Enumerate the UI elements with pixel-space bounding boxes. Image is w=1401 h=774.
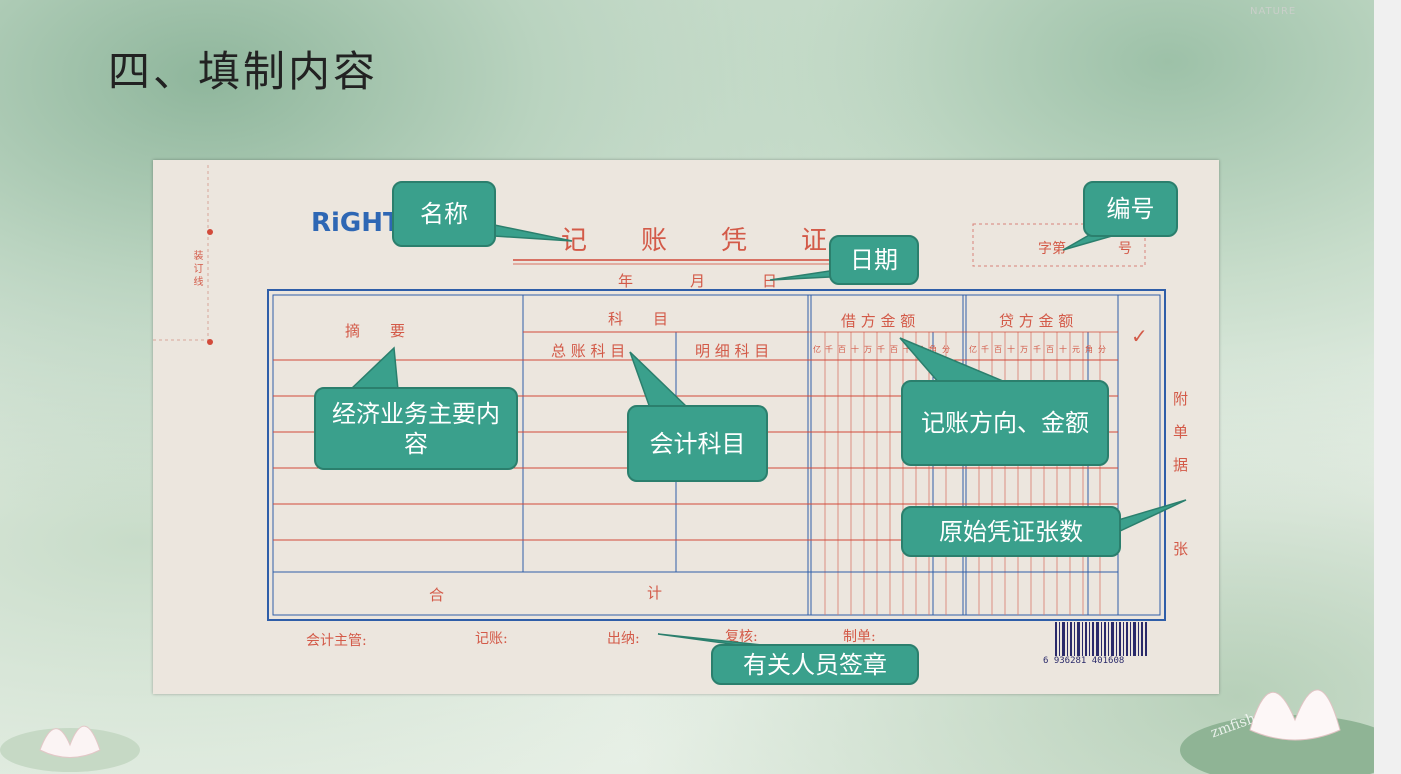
callout-pointer: [1117, 499, 1187, 534]
callout-name: 名称: [392, 181, 496, 247]
side-zhang: 张: [1173, 540, 1189, 558]
date-year: 年: [618, 272, 634, 290]
credit-digit-headers: 亿 千 百 十 万 千 百 十 元 角 分: [969, 344, 1111, 355]
digit-label: 百: [890, 345, 898, 354]
digit-label: 千: [877, 345, 885, 354]
digit-label: 亿: [969, 345, 977, 354]
check-mark: ✓: [1131, 324, 1148, 348]
digit-label: 十: [903, 345, 911, 354]
signature-reviewer: 复核:: [725, 629, 758, 645]
signature-supervisor: 会计主管:: [306, 633, 367, 649]
digit-label: 千: [981, 345, 989, 354]
digit-label: 百: [838, 345, 846, 354]
callout-account: 会计科目: [627, 405, 768, 482]
total-label-he: 合: [429, 586, 445, 604]
binding-line-label: 装 订 线: [191, 250, 202, 287]
header-summary: 摘 要: [345, 322, 406, 340]
header-general-ledger: 总 账 科 目: [551, 342, 626, 360]
digit-label: 分: [942, 345, 950, 354]
digit-label: 十: [1059, 345, 1067, 354]
signature-preparer: 制单:: [843, 629, 876, 645]
barcode-number: 6 936281 401608: [1043, 656, 1125, 666]
brand-mark: NATURE: [1250, 6, 1297, 17]
signature-bookkeeper: 记账:: [475, 631, 508, 647]
digit-label: 万: [1020, 345, 1028, 354]
header-account: 科 目: [608, 310, 669, 328]
header-subsidiary: 明 细 科 目: [695, 342, 770, 360]
side-ju: 据: [1173, 456, 1189, 474]
signature-cashier: 出纳:: [607, 631, 640, 647]
number-prefix: 字第: [1038, 241, 1066, 257]
callout-signatures: 有关人员签章: [711, 644, 919, 685]
callout-pointer: [348, 346, 399, 391]
callout-attachments: 原始凭证张数: [901, 506, 1121, 557]
date-month: 月: [690, 272, 706, 290]
callout-date: 日期: [829, 235, 919, 285]
digit-label: 万: [864, 345, 872, 354]
digit-label: 百: [994, 345, 1002, 354]
callout-pointer: [899, 337, 1011, 385]
digit-label: 分: [1098, 345, 1106, 354]
lotus-right-decoration: [1180, 689, 1374, 774]
number-suffix: 号: [1118, 241, 1132, 257]
digit-label: 千: [1033, 345, 1041, 354]
header-debit: 借 方 金 额: [841, 312, 916, 330]
voucher-title-char: 账: [641, 226, 668, 256]
total-label-ji: 计: [647, 584, 663, 602]
digit-label: 角: [929, 345, 937, 354]
digit-label: 百: [1046, 345, 1054, 354]
callout-number: 编号: [1083, 181, 1178, 237]
callout-summary: 经济业务主要内容: [314, 387, 518, 470]
date-day: 日: [762, 272, 778, 290]
slide-title: 四、填制内容: [108, 47, 379, 96]
digit-label: 千: [825, 345, 833, 354]
digit-label: 十: [1007, 345, 1015, 354]
voucher-logo: RiGHT: [311, 208, 401, 238]
lotus-left-decoration: [0, 725, 140, 772]
side-fu: 附: [1173, 390, 1189, 408]
callout-direction-amount: 记账方向、金额: [901, 380, 1109, 466]
digit-label: 角: [1085, 345, 1093, 354]
voucher-title-char: 凭: [721, 226, 748, 256]
digit-label: 亿: [813, 345, 821, 354]
header-credit: 贷 方 金 额: [999, 312, 1074, 330]
side-dan: 单: [1173, 423, 1189, 441]
scrollbar[interactable]: [1374, 0, 1401, 774]
digit-label: 元: [1072, 345, 1080, 354]
callout-pointer: [629, 351, 690, 409]
digit-label: 十: [851, 345, 859, 354]
voucher-title-char: 证: [801, 226, 828, 256]
